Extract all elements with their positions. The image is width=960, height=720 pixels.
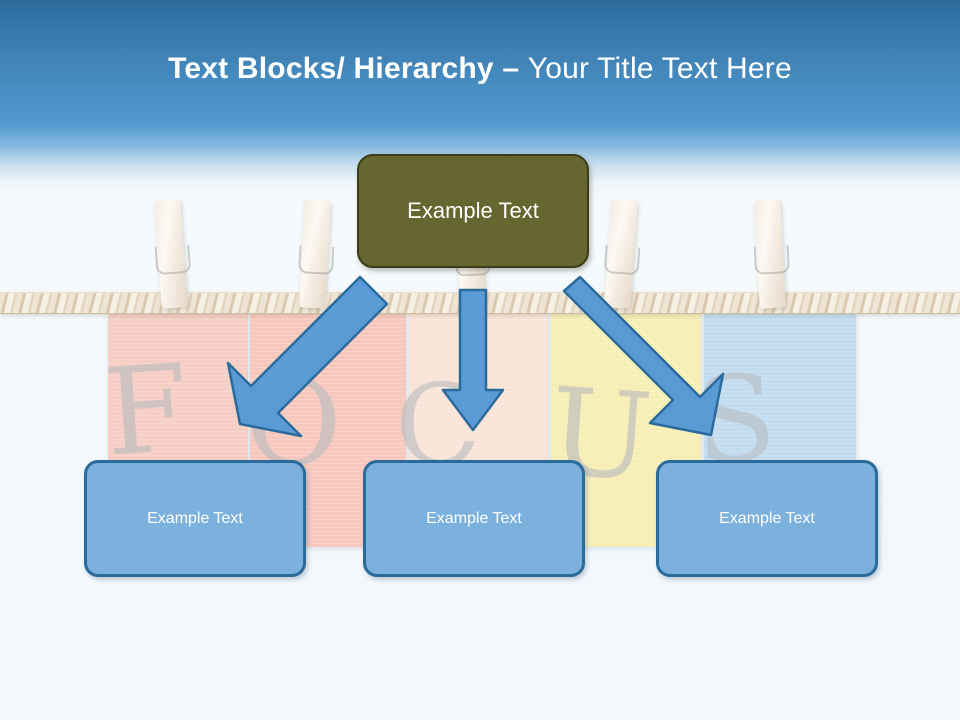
- page-title-separator: –: [502, 52, 528, 85]
- hierarchy-child-node-2-label: Example Text: [426, 509, 522, 527]
- page-title-bold: Text Blocks/ Hierarchy: [168, 52, 503, 85]
- arrow-to-child-3-icon: [562, 275, 725, 437]
- hierarchy-child-node-3-label: Example Text: [719, 509, 815, 527]
- arrow-to-child-1-icon: [226, 275, 389, 438]
- hierarchy-child-node-3[interactable]: Example Text: [656, 460, 878, 577]
- arrow-to-child-2-icon: [441, 288, 505, 432]
- hierarchy-child-node-1-label: Example Text: [147, 509, 243, 527]
- hierarchy-top-node[interactable]: Example Text: [357, 154, 589, 268]
- hierarchy-top-node-label: Example Text: [407, 198, 539, 223]
- page-title-light: Your Title Text Here: [527, 52, 792, 85]
- page-title: Text Blocks/ Hierarchy – Your Title Text…: [60, 50, 900, 88]
- hierarchy-child-node-2[interactable]: Example Text: [363, 460, 585, 577]
- hierarchy-child-node-1[interactable]: Example Text: [84, 460, 306, 577]
